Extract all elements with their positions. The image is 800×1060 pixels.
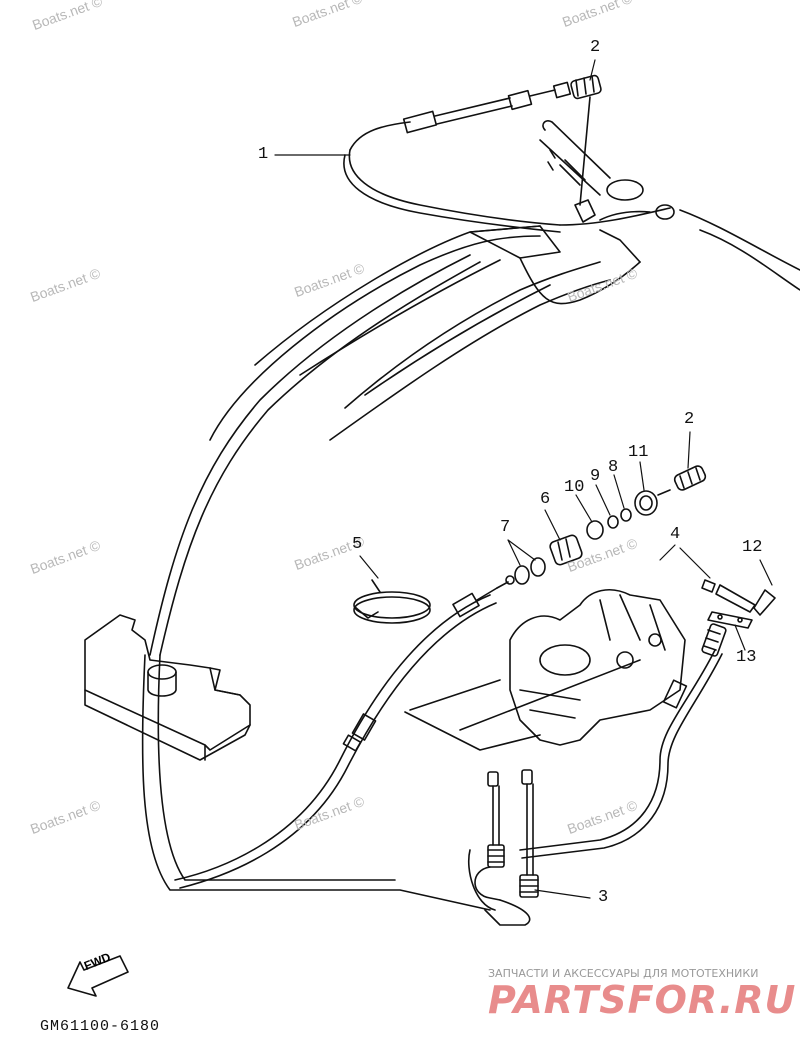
leader-lines xyxy=(274,59,773,899)
callout-9: 9 xyxy=(590,467,601,486)
callout-12: 12 xyxy=(742,538,763,557)
callout-3: 3 xyxy=(598,888,609,907)
throttle-cable-top xyxy=(343,81,671,233)
hose-clamp xyxy=(353,579,431,624)
lower-fittings xyxy=(468,769,539,926)
callout-4: 4 xyxy=(670,525,681,544)
fwd-arrow-icon xyxy=(67,955,129,997)
callout-2-top: 2 xyxy=(590,38,601,57)
fittings-group xyxy=(514,465,707,585)
handlebar-area xyxy=(539,120,675,223)
throttle-cable-mid xyxy=(174,575,515,889)
footer-logo[interactable]: PARTSFOR.RU xyxy=(488,978,797,1022)
callout-5: 5 xyxy=(352,535,363,554)
cable-nipple-top xyxy=(570,74,602,206)
callout-8: 8 xyxy=(608,458,619,477)
callout-6: 6 xyxy=(540,490,551,509)
pump-assembly xyxy=(404,589,686,751)
cradle-bracket xyxy=(84,614,251,761)
footer-caption: ЗАПЧАСТИ И АКСЕССУАРЫ ДЛЯ МОТОТЕХНИКИ xyxy=(488,967,759,980)
callout-2-right: 2 xyxy=(684,410,695,429)
choke-cable xyxy=(519,623,727,859)
callout-13: 13 xyxy=(736,648,757,667)
callout-11: 11 xyxy=(628,443,649,462)
switch-parts xyxy=(701,579,776,629)
diagram-code: GM61100-6180 xyxy=(40,1018,161,1035)
callout-1: 1 xyxy=(258,145,269,164)
callout-10: 10 xyxy=(564,478,585,497)
callout-7: 7 xyxy=(500,518,511,537)
hull-outline xyxy=(141,209,800,911)
